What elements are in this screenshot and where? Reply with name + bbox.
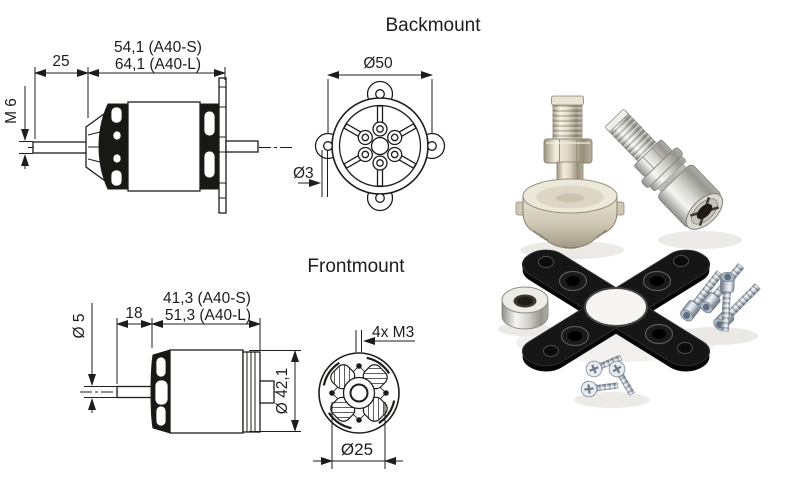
side-view-backmount-drawing: 25 54,1 (A40-S) 64,1 (A40-L) M 6 xyxy=(3,39,292,214)
side-view-frontmount-drawing: Ø 5 18 41,3 (A40-S) 51,3 (A40-L) Ø 42,1 xyxy=(71,290,301,434)
center-hole xyxy=(584,287,648,327)
frontmount-view-drawing: Frontmount 4x M3 Ø25 xyxy=(307,256,415,469)
dim-mount-circle: Ø50 xyxy=(363,55,393,72)
dim-total-long: 64,1 (A40-L) xyxy=(115,56,201,73)
frontmount-title: Frontmount xyxy=(307,256,405,277)
dim-bolt-circle: Ø25 xyxy=(341,440,373,459)
countersunk-holes xyxy=(558,270,674,347)
accessories-photo xyxy=(498,95,764,408)
prop-adapter-collet xyxy=(605,109,724,230)
front-bell xyxy=(98,103,129,190)
dim-mount-hole: Ø3 xyxy=(293,165,314,182)
dim-screw-holes: 4x M3 xyxy=(372,324,414,341)
mount-plate xyxy=(218,77,227,214)
motor-mount-cross-x xyxy=(521,249,711,372)
hub-screws xyxy=(357,121,403,171)
dim-shaft-length: 18 xyxy=(125,305,142,322)
dim-shaft-dia: Ø 5 xyxy=(71,314,88,339)
dim-total-short: 54,1 (A40-S) xyxy=(114,39,202,56)
shaft-collar xyxy=(501,286,549,330)
dim-shaft-thread: M 6 xyxy=(3,98,20,124)
dim-total-long-2: 51,3 (A40-L) xyxy=(165,307,251,324)
stator-petals xyxy=(330,364,388,422)
prop-adapter-hex xyxy=(515,95,625,249)
dim-total-short-2: 41,3 (A40-S) xyxy=(163,290,251,307)
motor-body-2 xyxy=(169,349,244,434)
arm-end-holes xyxy=(538,255,693,357)
backmount-title: Backmount xyxy=(385,15,481,36)
dim-front-offset: 25 xyxy=(52,53,69,70)
motor-body xyxy=(127,101,201,192)
dim-body-dia: Ø 42,1 xyxy=(274,368,291,415)
backmount-view-drawing: Backmount xyxy=(293,15,481,212)
